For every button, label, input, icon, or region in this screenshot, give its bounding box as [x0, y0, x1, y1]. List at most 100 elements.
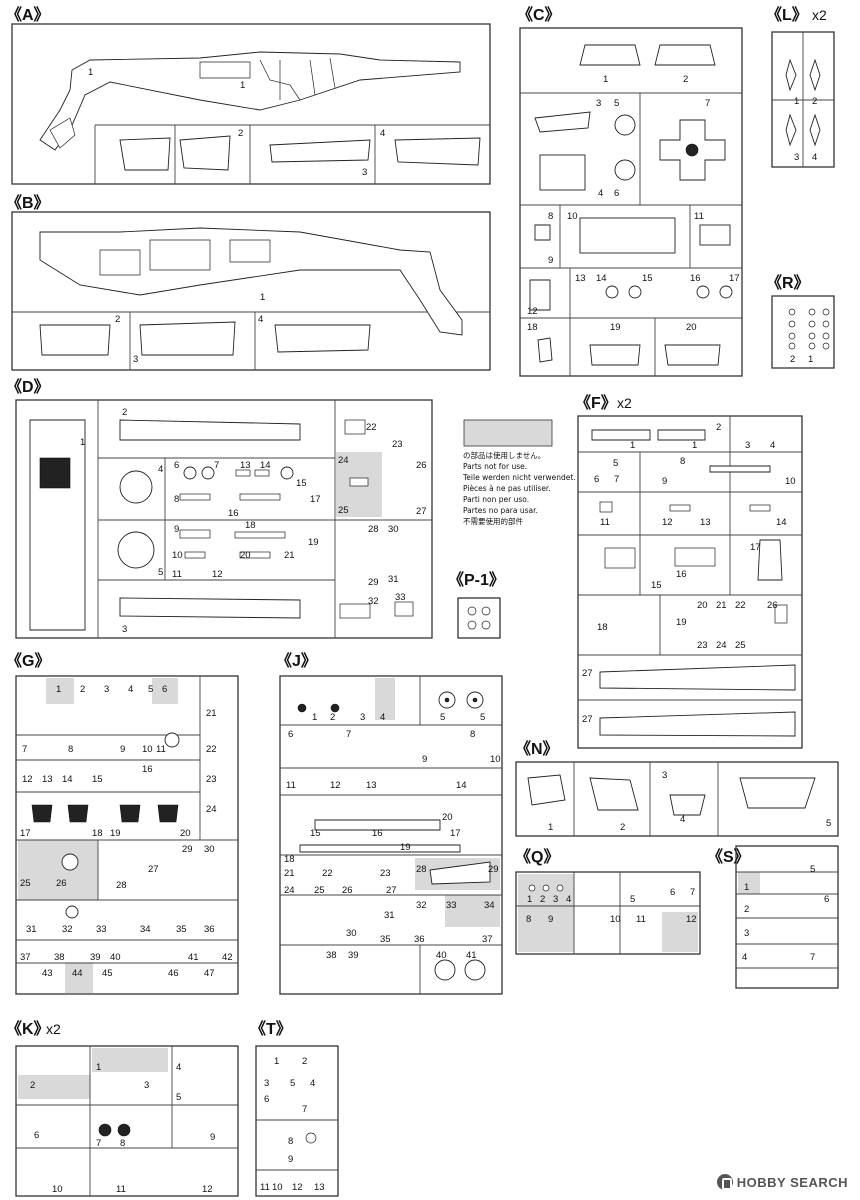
- sprue-c-part-10: 10: [567, 211, 578, 222]
- sprue-t-part-2: 2: [302, 1056, 307, 1067]
- sprue-f-part-25: 25: [735, 640, 746, 651]
- sprue-j-part-19: 19: [400, 842, 411, 853]
- sprue-b-part-3: 3: [133, 354, 138, 365]
- sprue-f-part-27: 27: [582, 668, 593, 679]
- sprue-d-part-32: 32: [368, 596, 379, 607]
- sprue-k-part-6: 6: [34, 1130, 39, 1141]
- sprue-d-part-7: 7: [214, 460, 219, 471]
- sprue-g-part-26: 26: [56, 878, 67, 889]
- sprue-f-part-20: 20: [697, 600, 708, 611]
- sprue-d-part-19: 19: [308, 537, 319, 548]
- sprue-q-part-11: 11: [636, 914, 646, 925]
- sprue-d-part-16: 16: [228, 508, 239, 519]
- sprue-s-part-2: 2: [744, 904, 749, 915]
- not-used-swatch: [463, 419, 553, 447]
- sprue-n-part-5: 5: [826, 818, 831, 829]
- sprue-q-part-4: 4: [566, 894, 571, 905]
- sprue-j-part-6: 6: [288, 729, 293, 740]
- sprue-f-part-15: 15: [651, 580, 662, 591]
- sprue-j-part-40: 40: [436, 950, 447, 961]
- sprue-a-part-3: 3: [362, 167, 367, 178]
- sprue-s-part-5: 5: [810, 864, 815, 875]
- sprue-l-multiplier: x2: [812, 7, 827, 23]
- sprue-k: 《K》 x2 1 2 3 4 5 6 7 8 9 10 11 12: [6, 1020, 239, 1197]
- sprue-p1-label: 《P-1》: [448, 571, 505, 589]
- sprue-k-part-1: 1: [96, 1062, 101, 1073]
- sprue-a-part-4: 4: [380, 128, 385, 139]
- sprue-c-part-5: 5: [614, 98, 619, 109]
- sprue-n-part-4: 4: [680, 814, 685, 825]
- sprue-l-part-2: 2: [812, 96, 817, 107]
- sprue-t-part-1: 1: [274, 1056, 279, 1067]
- sprue-a: 《A》 1 1 2 3 4: [6, 6, 491, 185]
- sprue-t-part-9: 9: [288, 1154, 293, 1165]
- sprue-j-label: 《J》: [276, 652, 317, 670]
- sprue-f-part-22: 22: [735, 600, 746, 611]
- sprue-d-part-6: 6: [174, 460, 179, 471]
- sprue-j-part-16: 16: [372, 828, 383, 839]
- sprue-g: 《G》 1 2 3 4 5 6 7 8 9 10 11 12 13 1: [6, 652, 239, 995]
- sprue-d-part-29: 29: [368, 577, 379, 588]
- sprue-g-label: 《G》: [6, 652, 50, 670]
- sprue-f-part-9: 9: [662, 476, 667, 487]
- sprue-d-part-11: 11: [172, 569, 182, 580]
- sprue-g-part-43: 43: [42, 968, 53, 979]
- sprue-g-part-18: 18: [92, 828, 103, 839]
- sprue-d-part-8: 8: [174, 494, 179, 505]
- sprue-a-part-1: 1: [88, 67, 93, 78]
- sprue-d-part-14: 14: [260, 460, 271, 471]
- sprue-g-part-3: 3: [104, 684, 109, 695]
- sprue-b-label: 《B》: [6, 194, 50, 212]
- sprue-q-part-3: 3: [553, 894, 558, 905]
- sprue-r-part-1: 1: [808, 354, 813, 365]
- sprue-k-part-5: 5: [176, 1092, 181, 1103]
- sprue-n: 《N》 1 2 3 4 5: [515, 740, 839, 837]
- sprue-g-part-41: 41: [188, 952, 199, 963]
- sprue-q-part-6: 6: [670, 887, 675, 898]
- sprue-j-part-11: 11: [286, 780, 296, 791]
- sprue-c-part-1: 1: [603, 74, 608, 85]
- sprue-p1: 《P-1》: [448, 571, 505, 639]
- sprue-f-part-19: 19: [676, 617, 687, 628]
- sprue-k-part-10: 10: [52, 1184, 63, 1195]
- sprue-t-part-6: 6: [264, 1094, 269, 1105]
- sprue-j-part-29: 29: [488, 864, 499, 875]
- sprue-g-part-9: 9: [120, 744, 125, 755]
- not-used-line-es: Partes no para usar.: [463, 506, 538, 515]
- sprue-d-part-12: 12: [212, 569, 223, 580]
- sprue-f-part-1: 1: [630, 440, 635, 451]
- sprue-j-part-15: 15: [310, 828, 321, 839]
- sprue-d-part-30: 30: [388, 524, 399, 535]
- sprue-s-label: 《S》: [707, 848, 750, 866]
- sprue-d-part-31: 31: [388, 574, 399, 585]
- sprue-j-part-13: 13: [366, 780, 377, 791]
- sprue-d-part-4: 4: [158, 464, 163, 475]
- sprue-j-part-17: 17: [450, 828, 461, 839]
- sprue-d-part-13: 13: [240, 460, 251, 471]
- sprue-g-part-33: 33: [96, 924, 107, 935]
- sprue-f-part-8: 8: [680, 456, 685, 467]
- sprue-s-part-6: 6: [824, 894, 829, 905]
- sprue-g-part-40: 40: [110, 952, 121, 963]
- sprue-t-part-8: 8: [288, 1136, 293, 1147]
- sprue-j-part-7: 7: [346, 729, 351, 740]
- sprue-d-part-5: 5: [158, 567, 163, 578]
- sprue-n-part-2: 2: [620, 822, 625, 833]
- sprue-f-part-14: 14: [776, 517, 787, 528]
- sprue-f-part-10: 10: [785, 476, 796, 487]
- sprue-f-part-11: 11: [600, 517, 610, 528]
- sprue-b: 《B》 1 2 3 4: [6, 194, 491, 371]
- sprue-g-part-22: 22: [206, 744, 217, 755]
- sprue-q-part-5: 5: [630, 894, 635, 905]
- sprue-c-part-16: 16: [690, 273, 701, 284]
- sprue-a-label: 《A》: [6, 6, 50, 24]
- sprue-c-part-4: 4: [598, 188, 603, 199]
- sprue-d-part-18: 18: [245, 520, 256, 531]
- sprue-d-part-26: 26: [416, 460, 427, 471]
- sprue-j-part-34: 34: [484, 900, 495, 911]
- sprue-l-part-3: 3: [794, 152, 799, 163]
- sprue-f-multiplier: x2: [617, 395, 632, 411]
- sprue-j-part-39: 39: [348, 950, 359, 961]
- sprue-t-part-12: 12: [292, 1182, 303, 1193]
- sprue-g-part-34: 34: [140, 924, 151, 935]
